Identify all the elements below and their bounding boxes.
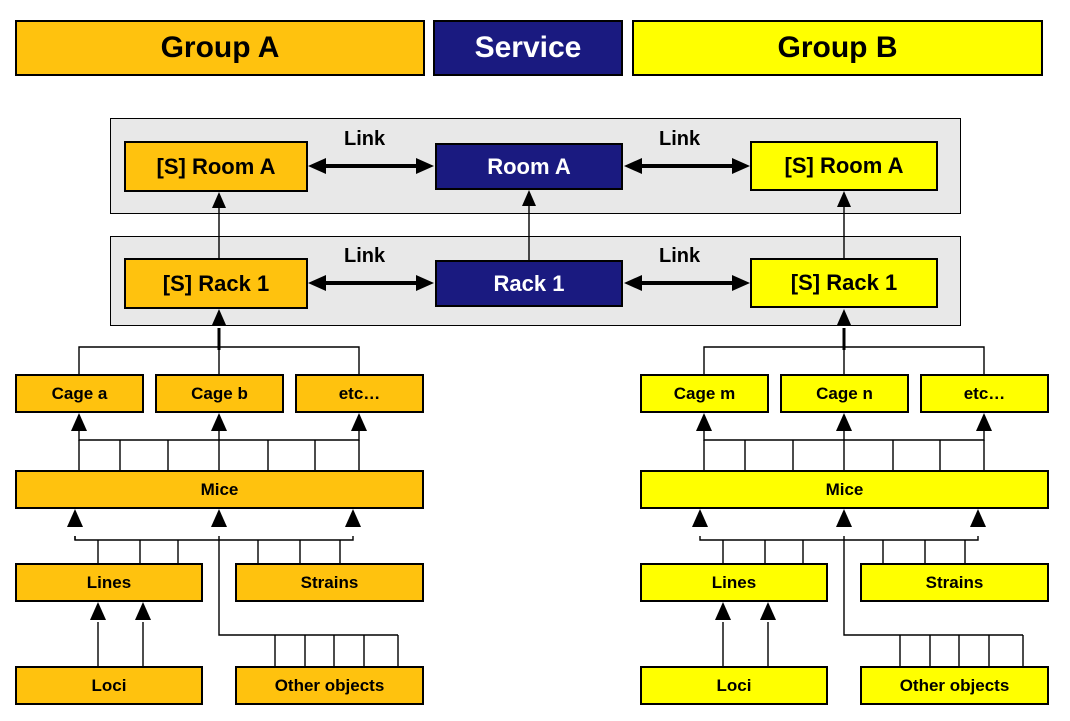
header-service: Service [433,20,623,76]
cage-box-b-0: Cage m [640,374,769,413]
other-objects-box-group-b: Other objects [860,666,1049,705]
room-box-group-a: [S] Room A [124,141,308,192]
rack-box-service: Rack 1 [435,260,623,307]
room-box-group-b: [S] Room A [750,141,938,191]
cage-box-a-0: Cage a [15,374,144,413]
cage-box-b-2: etc… [920,374,1049,413]
lines-box-group-b: Lines [640,563,828,602]
mice-box-group-b: Mice [640,470,1049,509]
other-objects-box-group-a: Other objects [235,666,424,705]
link-label-room-right: Link [659,128,701,150]
loci-box-group-a: Loci [15,666,203,705]
strains-box-group-b: Strains [860,563,1049,602]
lines-box-group-a: Lines [15,563,203,602]
cage-box-a-1: Cage b [155,374,284,413]
link-label-rack-left: Link [344,245,386,267]
loci-box-group-b: Loci [640,666,828,705]
link-label-room-left: Link [344,128,386,150]
header-group-a: Group A [15,20,425,76]
mice-box-group-a: Mice [15,470,424,509]
room-box-service: Room A [435,143,623,190]
link-label-rack-right: Link [659,245,701,267]
rack-box-group-a: [S] Rack 1 [124,258,308,309]
cage-box-a-2: etc… [295,374,424,413]
cage-box-b-1: Cage n [780,374,909,413]
header-group-b: Group B [632,20,1043,76]
rack-box-group-b: [S] Rack 1 [750,258,938,308]
strains-box-group-a: Strains [235,563,424,602]
